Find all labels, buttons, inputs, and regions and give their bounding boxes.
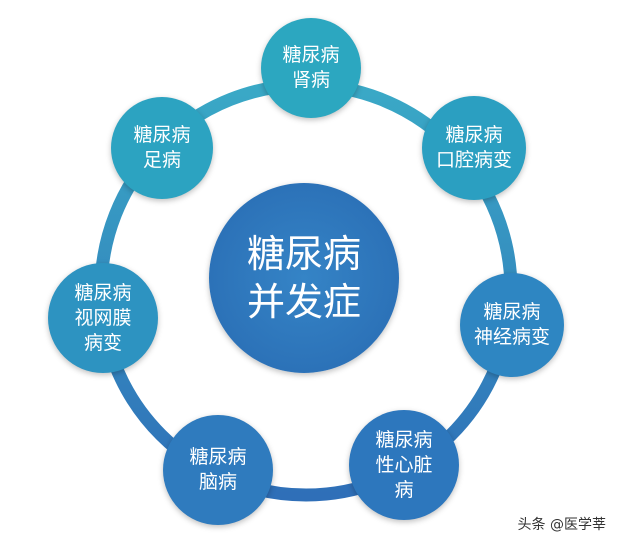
node-kidney: 糖尿病 肾病 xyxy=(261,18,361,118)
node-line: 糖尿病 xyxy=(189,446,247,468)
node-line: 视网膜 xyxy=(74,306,132,329)
center-line-1: 糖尿病 xyxy=(246,232,361,276)
node-retina: 糖尿病 视网膜 病变 xyxy=(48,263,158,373)
node-line: 糖尿病 xyxy=(445,124,503,146)
node-neuropathy: 糖尿病 神经病变 xyxy=(460,273,564,377)
node-line: 肾病 xyxy=(291,69,330,91)
node-line: 糖尿病 xyxy=(282,44,340,66)
node-line: 口腔病变 xyxy=(435,149,512,171)
center-line-2: 并发症 xyxy=(246,280,361,324)
node-line: 糖尿病 xyxy=(133,124,191,146)
node-line: 神经病变 xyxy=(473,326,550,348)
node-line: 糖尿病 xyxy=(483,301,541,323)
node-line: 糖尿病 xyxy=(375,428,433,451)
node-line: 糖尿病 xyxy=(74,281,132,304)
node-line: 病变 xyxy=(83,331,122,354)
node-line: 脑病 xyxy=(198,471,237,493)
node-brain: 糖尿病 脑病 xyxy=(163,415,273,525)
node-line: 足病 xyxy=(142,149,181,171)
center-node: 糖尿病 并发症 xyxy=(209,183,399,373)
node-heart: 糖尿病 性心脏 病 xyxy=(349,410,459,520)
node-line: 性心脏 xyxy=(375,453,433,476)
node-line: 病 xyxy=(394,478,414,501)
node-oral: 糖尿病 口腔病变 xyxy=(422,96,526,200)
node-foot: 糖尿病 足病 xyxy=(111,97,213,199)
watermark: 头条 @医学莘 xyxy=(517,517,606,533)
